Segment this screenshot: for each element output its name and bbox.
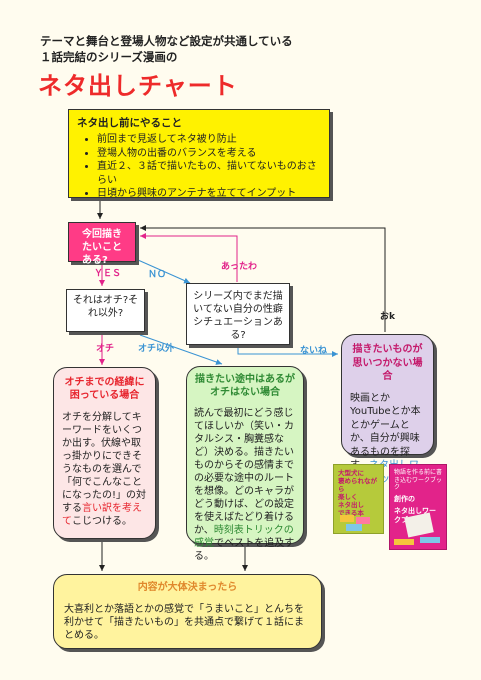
book2-small: 物語を作る前に書き込むワークブック [394,469,443,491]
ending-highlight: 言い訳を考えて [62,503,142,527]
prep-box: ネタ出し前にやること 前回まで見返してネタ被り防止 登場人物の出番のバランスを考… [68,109,330,201]
final-box: 内容が大体決まったら 大喜利とか落語とかの感覚で「うまいこと」とんちを利かせて「… [53,574,322,649]
arrow-atta [140,233,238,282]
label-oti-igai: オチ以外 [138,344,175,354]
middle-box: 描きたい途中はあるがオチはない場合 読んで最初にどう感じてほしいか（笑い・カタル… [186,366,304,562]
arrow-no [137,259,191,284]
no-idea-box: 描きたいものが思いつかない場合 映画とかYouTubeとか本とかゲームとか、自分… [341,334,434,498]
notebook-page-icon [404,512,434,538]
question-undrawn-box: シリーズ内でまだ描いてない自分の性癖シチュエーションある? [186,283,290,345]
intro-line-2: １話完結のシリーズ漫画の [40,50,178,64]
arrow-oti-igai [139,334,223,365]
book-cover-workbook: 物語を作る前に書き込むワークブック 創作の ネタ出しワークブック [389,464,447,550]
sticky-note-icon [420,537,440,543]
label-yes: ＹＥＳ [94,269,122,279]
middle-body: 読んで最初にどう感じてほしいか（笑い・カタルシス・胸糞感など）決める。描きたいも… [194,408,294,536]
arrow-ok [140,225,386,332]
label-no: ＮＯ [148,270,167,280]
sticky-note-icon [394,539,414,545]
prep-title: ネタ出し前にやること [77,117,182,129]
ending-body: オチを分解してキーワードをいくつか出す。伏線や取っ掛かりにできそうなものを選んで… [62,412,147,514]
book1-line: ネタ出し [338,501,364,509]
middle-title: 描きたい途中はあるがオチはない場合 [195,374,295,398]
prep-item: 前回まで見返してネタ被り防止 [97,133,321,147]
label-ok: おk [380,312,395,322]
middle-highlight: 時刻表トリックの感覚 [194,525,294,549]
middle-tail: でベストを追及する。 [194,538,295,562]
prep-item: 登場人物の出番のバランスを考える [97,147,321,161]
book1-line: できる本 [338,509,364,517]
book2-line: 創作の [394,494,415,503]
ending-tail: こじつける。 [72,516,132,527]
label-oti: オチ [96,344,115,354]
ending-title: オチまでの経緯に困っている場合 [64,377,145,401]
arrow-naiyo [237,346,338,357]
book1-line: 褒められながら [338,477,377,493]
final-body: 大喜利とか落語とかの感覚で「うまいこと」とんちを利かせて「描きたいもの」を共通点… [64,604,304,641]
page-title: ネタ出しチャート [38,72,238,100]
final-title: 内容が大体決まったら [137,582,238,593]
book1-line: 楽しく [338,493,358,501]
label-atta: あったわ [221,262,258,272]
sticky-note-icon [356,517,370,524]
book-cover-dog: 大型犬に 褒められながら 楽しく ネタ出し できる本 [333,464,384,534]
sticky-note-icon [340,515,354,522]
label-naiyo: ないね [300,346,328,356]
question-drawn-box: 今回描きたいことある? [68,222,136,266]
book1-line: 大型犬に [338,469,364,477]
no-idea-title: 描きたいものが思いつかない場合 [352,344,423,382]
sticky-note-icon [346,524,362,531]
prep-list: 前回まで見返してネタ被り防止 登場人物の出番のバランスを考える 直近２、３話で描… [77,133,321,201]
ending-box: オチまでの経緯に困っている場合 オチを分解してキーワードをいくつか出す。伏線や取… [53,367,156,539]
intro-line-1: テーマと舞台と登場人物など設定が共通している [40,34,293,48]
prep-item: 日頃から興味のアンテナを立ててインプット [97,187,321,201]
question-ending-box: それはオチ?それ以外? [66,289,145,332]
prep-item: 直近２、３話で描いたもの、描いてないものおさらい [97,160,321,187]
